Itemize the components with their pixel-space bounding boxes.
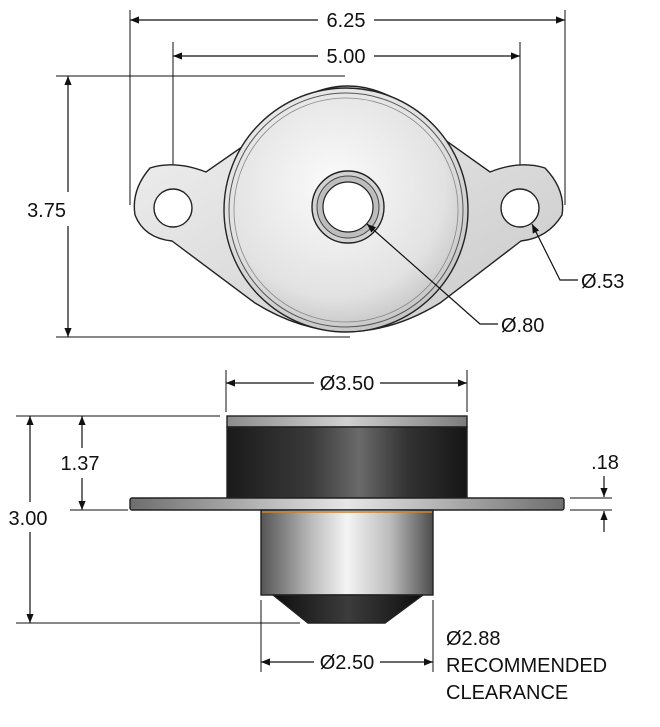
clearance-note-line2: CLEARANCE <box>446 682 568 704</box>
clearance-diameter-note: Ø2.88 <box>446 628 500 650</box>
overall-width-dim: 6.25 <box>327 10 366 32</box>
clearance-note-line1: RECOMMENDED <box>446 655 607 677</box>
side-view: Ø3.50 1.37 3.00 .18 Ø2.50 Ø2.88 RECOMMEN… <box>9 370 619 704</box>
top-view: 6.25 5.00 3.75 Ø.53 Ø.80 <box>27 10 624 338</box>
side-flange <box>129 497 565 511</box>
top-height-dim: 1.37 <box>61 453 100 475</box>
bore-diameter-dim: Ø.80 <box>501 315 544 337</box>
top-diameter-dim: Ø3.50 <box>320 373 374 395</box>
overall-height-side-dim: 3.00 <box>9 508 48 530</box>
overall-height-dim: 3.75 <box>27 200 66 222</box>
hole-spacing-dim: 5.00 <box>327 46 366 68</box>
lower-housing <box>260 509 434 596</box>
right-mounting-hole <box>500 188 540 228</box>
center-bore <box>322 181 374 233</box>
top-cap <box>226 415 468 428</box>
bottom-diameter-dim: Ø2.50 <box>320 652 374 674</box>
bottom-cone <box>271 594 426 624</box>
left-mounting-hole <box>153 188 193 228</box>
rubber-body <box>226 426 468 499</box>
hole-diameter-dim: Ø.53 <box>581 271 624 293</box>
flange-thickness-dim: .18 <box>591 452 619 474</box>
